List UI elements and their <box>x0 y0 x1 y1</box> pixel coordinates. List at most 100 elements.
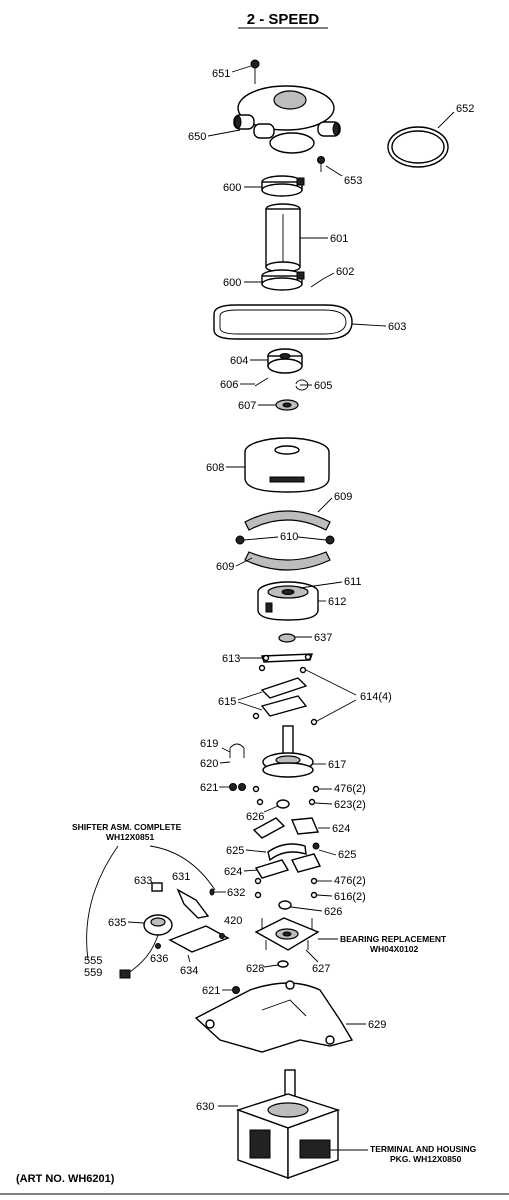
part-600-clamp-lower <box>261 269 305 291</box>
callout-621b: 621 <box>202 985 220 997</box>
part-603-belt <box>213 304 353 340</box>
callout-601: 601 <box>330 233 348 245</box>
note-terminal-line2: PKG. WH12X0850 <box>390 1154 462 1164</box>
note-bearing-line1: BEARING REPLACEMENT <box>340 934 447 944</box>
part-602-screw <box>310 278 324 288</box>
note-terminal-line1: TERMINAL AND HOUSING <box>370 1144 477 1154</box>
part-476-616-washers-lower <box>254 877 318 899</box>
part-608-clutch-drum <box>244 437 330 493</box>
callout-623: 623(2) <box>334 799 366 811</box>
callout-620: 620 <box>200 758 218 770</box>
part-637-washer <box>278 633 296 643</box>
leader-shifter-left <box>86 845 119 961</box>
part-606-pin <box>254 377 269 387</box>
callout-609b: 609 <box>216 561 234 573</box>
leader-653 <box>325 165 343 177</box>
leader-614b <box>316 699 357 722</box>
part-627-bearing-plate <box>254 917 320 951</box>
part-604-pulley <box>267 348 303 374</box>
leader-650 <box>207 129 241 137</box>
part-607-bearing <box>275 399 299 411</box>
part-612-hub <box>257 581 319 621</box>
callout-600b: 600 <box>223 277 241 289</box>
callout-629: 629 <box>368 1019 386 1031</box>
leader-625a <box>245 849 267 853</box>
callout-625a: 625 <box>226 845 244 857</box>
callout-608: 608 <box>206 462 224 474</box>
callout-634: 634 <box>180 965 198 977</box>
callout-612: 612 <box>328 596 346 608</box>
part-609-shoe-lower <box>244 551 331 571</box>
part-650-pump <box>233 85 341 154</box>
part-632-clip <box>209 888 215 896</box>
leader-619 <box>221 747 231 753</box>
part-633-knob <box>151 882 163 892</box>
callout-625b: 625 <box>338 849 356 861</box>
leader-611 <box>299 581 343 589</box>
leader-609b <box>235 557 253 567</box>
callout-632: 632 <box>227 887 245 899</box>
part-626-bushing-upper <box>276 799 290 809</box>
leader-651 <box>231 65 252 73</box>
part-601-hose <box>265 203 301 273</box>
callout-607: 607 <box>238 400 256 412</box>
callout-603: 603 <box>388 321 406 333</box>
callout-635: 635 <box>108 917 126 929</box>
callout-615: 615 <box>218 696 236 708</box>
callout-476b: 476(2) <box>334 875 366 887</box>
part-603-belt-inner <box>219 309 347 335</box>
callout-630: 630 <box>196 1101 214 1113</box>
leader-610b <box>297 536 327 541</box>
callout-650: 650 <box>188 131 206 143</box>
note-bearing-line2: WH04X0102 <box>370 944 418 954</box>
leader-615a <box>237 691 263 701</box>
part-621-nut-lower <box>232 986 240 994</box>
part-651-screw <box>250 59 260 84</box>
note-shifter-line2: WH12X0851 <box>106 832 154 842</box>
callout-555: 555 <box>84 955 102 967</box>
callout-626a: 626 <box>246 811 264 823</box>
part-636-screw <box>155 943 161 949</box>
callout-653: 653 <box>344 175 362 187</box>
leader-620 <box>219 761 231 764</box>
part-476-623-washers-upper <box>252 785 320 806</box>
callout-614: 614(4) <box>360 691 392 703</box>
leader-624b <box>243 869 259 872</box>
part-617-shaft-assembly <box>262 725 314 778</box>
callout-420: 420 <box>224 915 242 927</box>
leader-614a <box>305 669 357 696</box>
callout-631: 631 <box>172 871 190 883</box>
leader-623 <box>314 802 333 805</box>
leader-615b <box>237 701 263 711</box>
part-615-cams <box>260 677 308 717</box>
part-652-gasket-inner <box>391 130 445 164</box>
callout-617: 617 <box>328 759 346 771</box>
callout-652: 652 <box>456 103 474 115</box>
part-635-shifter-motor <box>119 914 173 979</box>
callout-606: 606 <box>220 379 238 391</box>
leader-616 <box>316 894 333 897</box>
leader-652 <box>437 111 455 129</box>
callout-628: 628 <box>246 963 264 975</box>
callout-559: 559 <box>84 967 102 979</box>
callout-609a: 609 <box>334 491 352 503</box>
callout-602: 602 <box>336 266 354 278</box>
leader-626b <box>290 906 323 912</box>
leader-610a <box>243 536 279 541</box>
part-626-bushing-lower <box>278 900 292 910</box>
part-629-mounting-plate <box>194 980 354 1053</box>
callout-636: 636 <box>150 953 168 965</box>
callout-624b: 624 <box>224 866 242 878</box>
part-613-plate <box>261 653 313 663</box>
callout-605: 605 <box>314 380 332 392</box>
leader-602 <box>322 272 335 280</box>
callout-611: 611 <box>344 576 362 588</box>
leader-627 <box>305 949 319 963</box>
leader-603 <box>351 323 387 327</box>
leader-626a <box>263 805 279 813</box>
part-631-lever <box>176 888 210 919</box>
note-shifter-line1: SHIFTER ASM. COMPLETE <box>72 822 182 832</box>
leader-628 <box>263 964 279 968</box>
callout-626b: 626 <box>324 906 342 918</box>
